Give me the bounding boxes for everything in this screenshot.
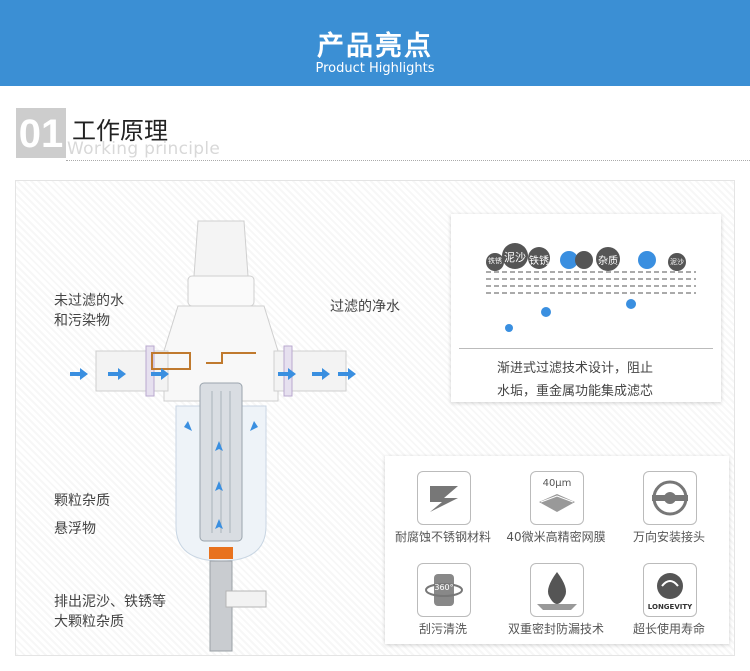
card-text-line1: 渐进式过滤技术设计，阻止 bbox=[497, 361, 654, 376]
longevity-icon: LONGEVITY bbox=[643, 563, 697, 617]
drain-valve bbox=[209, 547, 233, 559]
feature-label-5: 双重密封防漏技术 bbox=[507, 622, 604, 636]
anti-corrosion-icon bbox=[417, 471, 471, 525]
label-inlet-line2: 和污染物 bbox=[54, 313, 110, 329]
inlet-guide bbox=[151, 352, 191, 370]
header-banner: 产品亮点 Product Highlights bbox=[0, 0, 750, 86]
drain-handle bbox=[225, 590, 267, 608]
section-subtitle: Working principle bbox=[67, 139, 221, 159]
bubble-impurity: 杂质 bbox=[598, 256, 618, 267]
label-inlet-line1: 未过滤的水 bbox=[54, 293, 124, 309]
rotate-connector-icon bbox=[643, 471, 697, 525]
bubble-rust-1: 铁锈 bbox=[488, 257, 502, 265]
filter-diagram bbox=[70, 220, 356, 652]
longevity-badge: LONGEVITY bbox=[647, 603, 693, 611]
header-subtitle: Product Highlights bbox=[315, 61, 435, 76]
label-suspended: 悬浮物 bbox=[54, 521, 96, 537]
flow-arrows bbox=[70, 368, 356, 529]
label-particles: 颗粒杂质 bbox=[54, 493, 110, 509]
mesh-badge: 40μm bbox=[542, 478, 572, 489]
bubble-sand-1: 泥沙 bbox=[504, 251, 526, 264]
section-divider bbox=[66, 160, 750, 161]
bubble-sand-2: 泥沙 bbox=[670, 258, 684, 266]
card-divider bbox=[459, 348, 713, 349]
principle-panel: 未过滤的水 和污染物 过滤的净水 颗粒杂质 悬浮物 排出泥沙、铁锈等 大颗粒杂质 bbox=[15, 180, 735, 656]
inlet-pipe bbox=[95, 350, 169, 392]
mesh-icon: 40μm bbox=[530, 471, 584, 525]
section-title: 工作原理 bbox=[72, 117, 168, 145]
filtration-card: 铁锈 泥沙 铁锈 杂质 泥沙 渐进式过滤技术设计，阻止 水垢，重金属功能集成滤芯 bbox=[451, 214, 721, 402]
label-discharge-line1: 排出泥沙、铁锈等 bbox=[54, 594, 166, 610]
filter-top-cap bbox=[193, 220, 249, 277]
card-text-line2: 水垢，重金属功能集成滤芯 bbox=[497, 384, 654, 399]
feature-label-3: 万向安装接头 bbox=[632, 530, 705, 544]
inlet-ring bbox=[145, 345, 155, 397]
feature-label-1: 耐腐蚀不锈钢材料 bbox=[394, 530, 491, 544]
label-outlet: 过滤的净水 bbox=[330, 299, 400, 315]
features-card: 耐腐蚀不锈钢材料 40μm 40微米高精密网膜 万向安装接头 360° 刮污清洗… bbox=[385, 456, 729, 644]
scraper-badge: 360° bbox=[434, 583, 454, 592]
filtration-illustration bbox=[486, 243, 696, 332]
scraper-icon: 360° bbox=[417, 563, 471, 617]
filter-collar bbox=[187, 275, 255, 307]
header-title: 产品亮点 bbox=[317, 31, 433, 62]
label-discharge-line2: 大颗粒杂质 bbox=[54, 614, 124, 630]
feature-label-4: 刮污清洗 bbox=[418, 622, 467, 636]
bubble-rust-2: 铁锈 bbox=[529, 256, 549, 267]
feature-label-6: 超长使用寿命 bbox=[632, 622, 705, 636]
feature-label-2: 40微米高精密网膜 bbox=[506, 530, 606, 544]
water-drop-seal-icon bbox=[530, 563, 584, 617]
outlet-guide bbox=[206, 352, 256, 364]
section-number: 01 bbox=[16, 108, 66, 158]
